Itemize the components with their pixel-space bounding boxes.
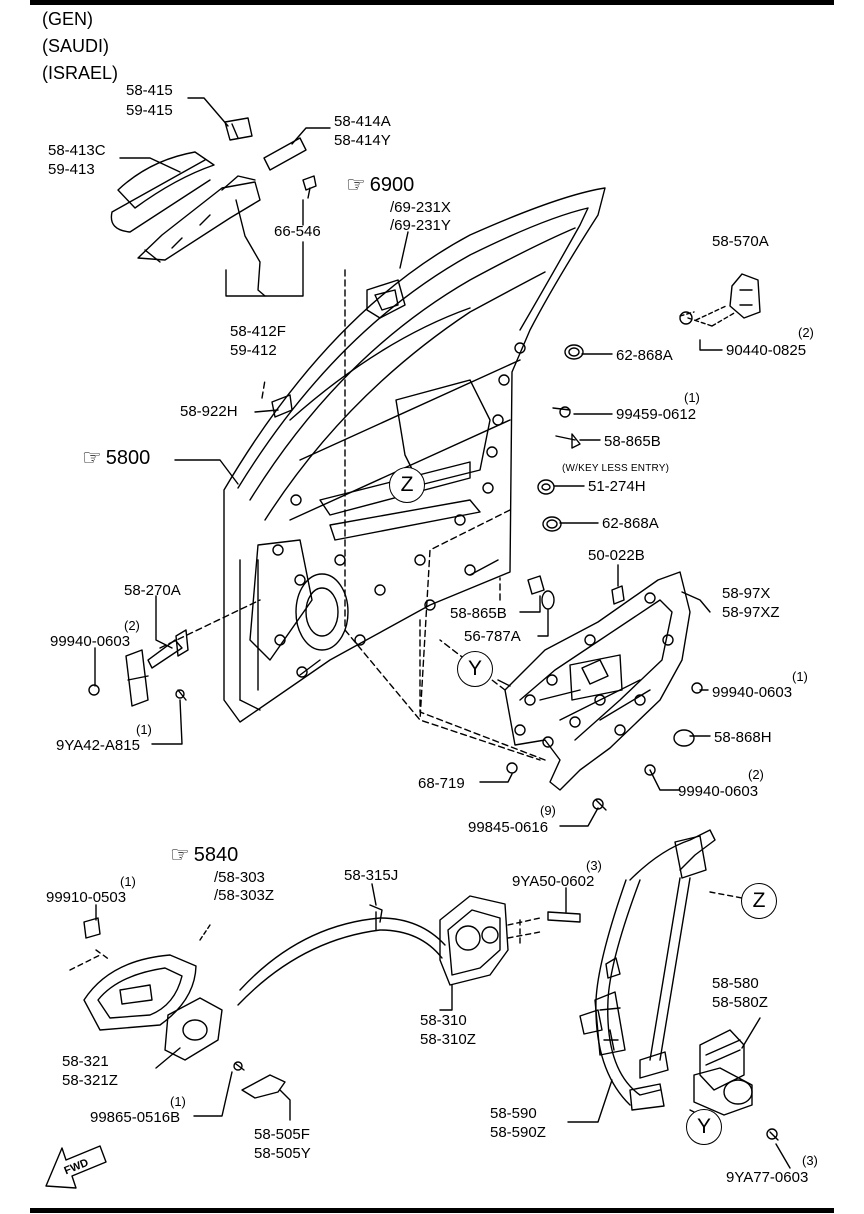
part-58-97xz: 58-97XZ [722,604,780,621]
part-58-414a: 58-414A [334,113,391,130]
part-58-412f: 58-412F [230,323,286,340]
part-58-590: 58-590 [490,1105,537,1122]
part-58-310z: 58-310Z [420,1031,476,1048]
part-58-414y: 58-414Y [334,132,391,149]
part-99940-0603-left: 99940-0603 [50,633,131,650]
part-58-310: 58-310 [420,1012,467,1029]
qty-99459: (1) [684,390,700,405]
keyless-entry-note: (W/KEY LESS ENTRY) [562,463,670,474]
part-58-505f: 58-505F [254,1126,310,1143]
qty-9ya50: (3) [586,858,602,873]
outside-handle-assembly [110,117,317,297]
ref-5840-sub-1: /58-303 [214,869,265,886]
callout-y-lower: Y [686,1109,722,1145]
qty-99940-bottom: (2) [748,767,764,782]
part-9ya42-a815: 9YA42-A815 [56,737,140,754]
hand-pointer-icon: ☞ [82,445,102,470]
ref-5840-sub-2: /58-303Z [214,887,275,904]
qty-99940-left: (2) [124,618,140,633]
part-58-865b-lower: 58-865B [450,605,507,622]
header-line-israel: (ISRAEL) [42,63,119,83]
qty-99865: (1) [170,1094,186,1109]
part-58-270a: 58-270A [124,582,181,599]
applicability-header: (GEN) (SAUDI) (ISRAEL) [42,6,118,87]
hand-pointer-icon: ☞ [170,842,190,867]
part-58-865b-upper: 58-865B [604,433,661,450]
top-rule [30,0,834,5]
ref-5800-label: 5800 [105,447,151,469]
header-line-saudi: (SAUDI) [42,36,109,56]
callout-z-lower: Z [741,883,777,919]
header-line-gen: (GEN) [42,9,93,29]
part-56-787a: 56-787A [464,628,521,645]
ref-5800[interactable]: ☞ 5800 [82,445,151,470]
regulator-motor [693,1029,779,1141]
part-58-315j: 58-315J [344,867,399,884]
part-99940-0603-right: 99940-0603 [712,684,793,701]
part-58-570a: 58-570A [712,233,769,250]
qty-99910: (1) [120,874,136,889]
part-59-412: 59-412 [230,342,277,359]
part-99865-0516b: 99865-0516B [90,1109,181,1126]
ref-6900-label: 6900 [369,174,415,196]
qty-99845: (9) [540,803,556,818]
qty-9ya77: (3) [802,1153,818,1168]
part-58-580: 58-580 [712,975,759,992]
window-glass-outline [261,269,541,761]
part-58-415: 58-415 [126,82,173,99]
inside-handle-assembly [69,917,286,1099]
part-62-868a-upper: 62-868A [616,347,673,364]
ref-6900[interactable]: ☞ 6900 [346,172,415,197]
part-59-413: 59-413 [48,161,95,178]
ref-5840[interactable]: ☞ 5840 [170,842,239,867]
callout-y-upper: Y [457,651,493,687]
qty-99940-right: (1) [792,669,808,684]
part-58-590z: 58-590Z [490,1124,546,1141]
part-58-922h: 58-922H [180,403,238,420]
door-inner-panel [223,187,606,723]
bottom-rule [30,1208,834,1213]
part-58-97x: 58-97X [722,585,771,602]
part-9ya77-0603: 9YA77-0603 [726,1169,809,1186]
part-99845-0616: 99845-0616 [468,819,549,836]
part-51-274h: 51-274H [588,478,646,495]
part-62-868a-lower: 62-868A [602,515,659,532]
part-58-321: 58-321 [62,1053,109,1070]
door-latch [439,895,581,1011]
hand-pointer-icon: ☞ [346,172,366,197]
part-90440-0825: 90440-0825 [726,342,807,359]
leader-lines-bottom [95,883,791,1169]
part-99910-0503: 99910-0503 [46,889,127,906]
part-58-868h: 58-868H [714,729,772,746]
part-50-022b: 50-022B [588,547,645,564]
part-58-580z: 58-580Z [712,994,768,1011]
part-58-321z: 58-321Z [62,1072,118,1089]
fwd-arrow [45,1145,107,1189]
part-58-413c: 58-413C [48,142,106,159]
ref-5840-label: 5840 [193,844,239,866]
leader-lines-top [119,97,409,413]
part-9ya50-0602: 9YA50-0602 [512,873,595,890]
part-68-719: 68-719 [418,775,465,792]
door-check [88,629,189,707]
qty-90440: (2) [798,325,814,340]
part-99940-0603-bottom: 99940-0603 [678,783,759,800]
part-59-415: 59-415 [126,102,173,119]
release-cables [237,904,446,1006]
carrier-plate [504,571,703,811]
part-66-546: 66-546 [274,223,321,240]
window-regulator [579,829,716,1111]
ref-6900-sub-1: /69-231X [390,199,451,216]
callout-z-upper: Z [389,467,425,503]
part-58-505y: 58-505Y [254,1145,311,1162]
part-99459-0612: 99459-0612 [616,406,697,423]
ref-6900-sub-2: /69-231Y [390,217,451,234]
qty-9ya42: (1) [136,722,152,737]
small-parts-right [271,273,761,610]
